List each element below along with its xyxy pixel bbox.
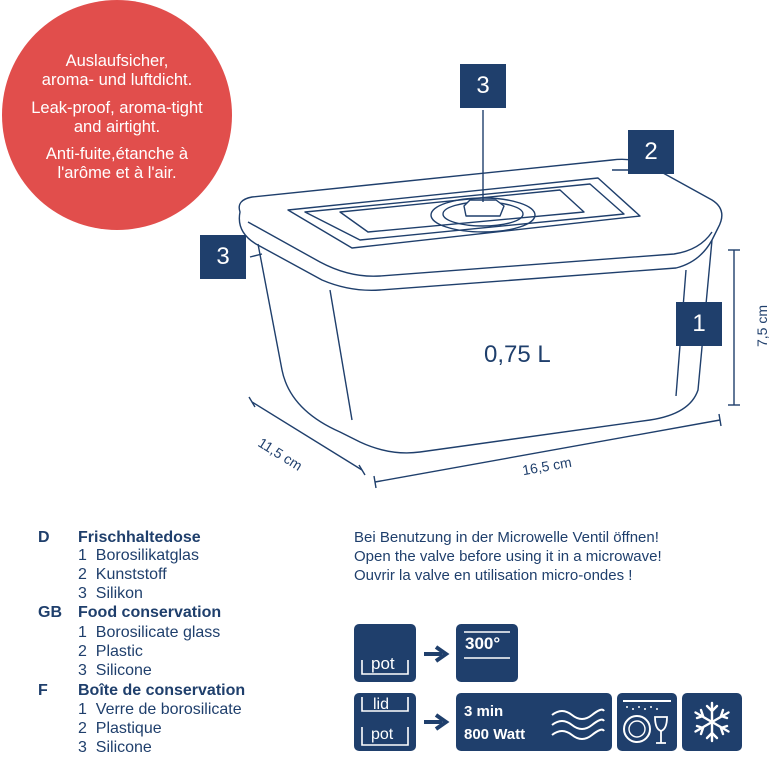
container-drawing — [238, 110, 740, 489]
instruction-en: Open the valve before using it in a micr… — [354, 548, 662, 565]
legend-title-d: Frischhaltedose — [78, 529, 201, 546]
badge-de-line2: aroma- und luftdicht. — [41, 71, 193, 89]
microwave-power: 800 Watt — [464, 726, 526, 743]
legend-item: 3 Silicone — [78, 739, 152, 756]
legend-item: 1 Verre de borosilicate — [78, 701, 242, 718]
freezer-tile — [682, 693, 742, 751]
legend-code-d: D — [38, 529, 50, 546]
oven-pot-tile: pot — [354, 624, 416, 682]
arrow-right-icon — [424, 645, 450, 663]
legend-code-f: F — [38, 682, 48, 699]
legend-item: 1 Borosilikatglas — [78, 547, 199, 564]
body-outline — [257, 239, 713, 454]
legend-item: 3 Silikon — [78, 585, 143, 602]
callout-body: 1 — [676, 302, 722, 346]
legend-title-f: Boîte de conservation — [78, 682, 246, 699]
badge-de-line1: Auslaufsicher, — [65, 52, 169, 70]
legend-title-gb: Food conservation — [78, 604, 222, 621]
callout-valve: 3 — [460, 64, 506, 108]
lid-pot-outline-icon — [361, 697, 409, 746]
callout-seal: 3 — [200, 235, 246, 279]
badge-en-line1: Leak-proof, aroma-tight — [31, 99, 203, 117]
instruction-fr: Ouvrir la valve en utilisation micro-ond… — [354, 567, 633, 584]
mw-lid-pot-tile: lid pot — [354, 693, 416, 751]
mw-lid-label: lid — [373, 696, 390, 713]
oven-temp-tile: 300° — [456, 624, 518, 682]
legend-item: 2 Plastique — [78, 720, 162, 737]
badge-en-line2: and airtight. — [73, 118, 161, 136]
badge-fr-line1: Anti-fuite,étanche à — [45, 145, 189, 163]
dishwasher-tile — [617, 693, 677, 751]
mw-pot-label: pot — [371, 726, 394, 743]
lid-outline — [238, 158, 723, 291]
instruction-de: Bei Benutzung in der Microwelle Ventil ö… — [354, 529, 659, 546]
lid-panel — [287, 177, 641, 249]
legend-item: 3 Silicone — [78, 662, 152, 679]
oven-pot-label: pot — [371, 654, 395, 673]
microwave-tile: 3 min 800 Watt — [456, 693, 612, 751]
snowflake-icon — [694, 701, 730, 743]
dishwasher-icon — [623, 700, 671, 744]
pot-outline-icon — [361, 660, 409, 675]
material-legend: D Frischhaltedose 1 Borosilikatglas 2 Ku… — [0, 0, 340, 770]
legend-code-gb: GB — [38, 604, 62, 621]
oven-icon — [464, 631, 510, 659]
legend-item: 2 Plastic — [78, 643, 143, 660]
microwave-waves-icon — [551, 708, 605, 740]
feature-badge: Auslaufsicher, aroma- und luftdicht. Lea… — [2, 0, 232, 230]
badge-fr-line2: l'arôme et à l'air. — [57, 164, 177, 182]
height-dimension: 7,5 cm — [754, 305, 770, 348]
capacity-label: 0,75 L — [484, 341, 551, 368]
oven-temperature: 300° — [465, 634, 501, 653]
product-diagram: Auslaufsicher, aroma- und luftdicht. Lea… — [2, 0, 770, 489]
legend-item: 2 Kunststoff — [78, 566, 167, 583]
arrow-right-icon — [424, 713, 450, 731]
microwave-time: 3 min — [464, 703, 504, 720]
legend-item: 1 Borosilicate glass — [78, 624, 221, 641]
callout-lid: 2 — [628, 130, 674, 174]
